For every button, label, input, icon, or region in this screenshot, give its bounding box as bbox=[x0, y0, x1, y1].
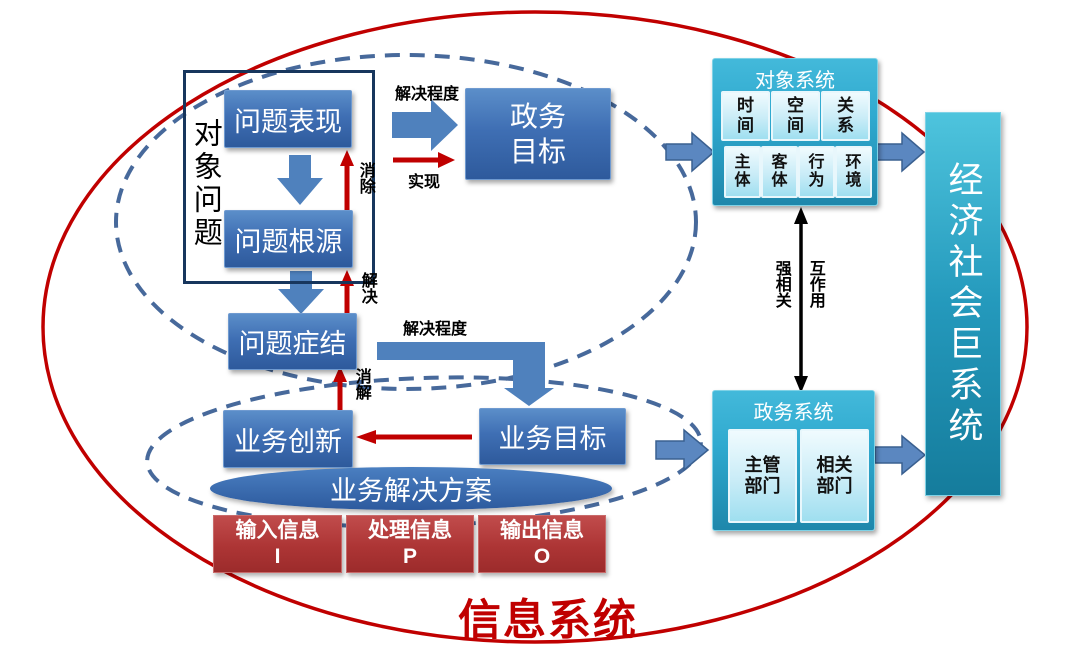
object-problem-frame bbox=[183, 70, 375, 284]
problem-crux-box: 问题症结 bbox=[228, 313, 357, 370]
object-system-cell-behavior: 行 为 bbox=[798, 146, 835, 198]
double-arrow-top-head bbox=[794, 207, 808, 224]
information-system-label: 信息系统 bbox=[458, 597, 638, 645]
object-system-cell-time: 时 间 bbox=[721, 91, 770, 141]
object-problem-label: 对象问题 bbox=[189, 118, 222, 250]
to-gov-system-arrow-icon bbox=[655, 428, 710, 472]
solve-degree-top-label: 解决程度 bbox=[395, 86, 460, 103]
solve-degree-elbow-arrow-icon bbox=[377, 342, 554, 406]
realize-arrow-head bbox=[438, 152, 455, 168]
object-to-giant-arrow-icon bbox=[875, 131, 926, 173]
gov-system-box: 政务系统 主管 部门 相关 部门 bbox=[712, 390, 875, 531]
gov-to-giant-arrow-icon bbox=[874, 434, 927, 476]
gov-system-cell-main-dept: 主管 部门 bbox=[728, 429, 797, 523]
gov-goal-box: 政务 目标 bbox=[465, 88, 611, 180]
solve-degree-arrow-icon bbox=[392, 99, 458, 151]
dissolve-label: 消解 bbox=[352, 368, 370, 400]
biz-innovation-box: 业务创新 bbox=[223, 410, 353, 468]
biz-solution-ellipse: 业务解决方案 bbox=[210, 467, 612, 510]
interaction-label: 互作用 bbox=[806, 260, 824, 308]
gov-system-title: 政务系统 bbox=[753, 402, 834, 424]
object-system-cell-subject: 主 体 bbox=[724, 146, 761, 198]
realize-label: 实现 bbox=[408, 174, 441, 191]
strong-correlation-label: 强相关 bbox=[772, 260, 790, 308]
upper-dashed-ellipse bbox=[114, 53, 698, 391]
eliminate-arrow-head bbox=[340, 150, 354, 166]
biz-goal-arrow-head bbox=[356, 430, 376, 444]
object-system-cell-space: 空 间 bbox=[771, 91, 820, 141]
process-info-box: 处理信息 P bbox=[346, 515, 474, 573]
to-object-system-arrow-icon bbox=[665, 131, 716, 173]
gov-system-cell-related-dept: 相关 部门 bbox=[800, 429, 869, 523]
information-system-ellipse bbox=[41, 10, 1029, 644]
object-system-cell-relation: 关 系 bbox=[821, 91, 870, 141]
object-system-box: 对象系统 时 间 空 间 关 系 主 体 客 体 行 为 环 境 bbox=[712, 58, 878, 206]
double-arrow-bottom-head bbox=[794, 376, 808, 393]
giant-system-box: 经济社会巨系统 bbox=[925, 112, 1001, 496]
problem-root-box: 问题根源 bbox=[224, 210, 353, 268]
solve-label: 解决 bbox=[358, 272, 376, 304]
solve-degree-mid-label: 解决程度 bbox=[403, 321, 468, 338]
object-system-cell-object: 客 体 bbox=[761, 146, 798, 198]
input-info-box: 输入信息 I bbox=[213, 515, 342, 573]
down-arrow-icon bbox=[278, 271, 324, 314]
dissolve-arrow-head bbox=[333, 366, 347, 382]
down-arrow-icon bbox=[277, 155, 323, 205]
object-system-title: 对象系统 bbox=[755, 70, 835, 92]
output-info-box: 输出信息 O bbox=[478, 515, 606, 573]
biz-goal-box: 业务目标 bbox=[479, 408, 626, 465]
eliminate-label: 消除 bbox=[356, 162, 374, 194]
problem-manifestation-box: 问题表现 bbox=[224, 90, 352, 148]
object-system-cell-environment: 环 境 bbox=[835, 146, 872, 198]
